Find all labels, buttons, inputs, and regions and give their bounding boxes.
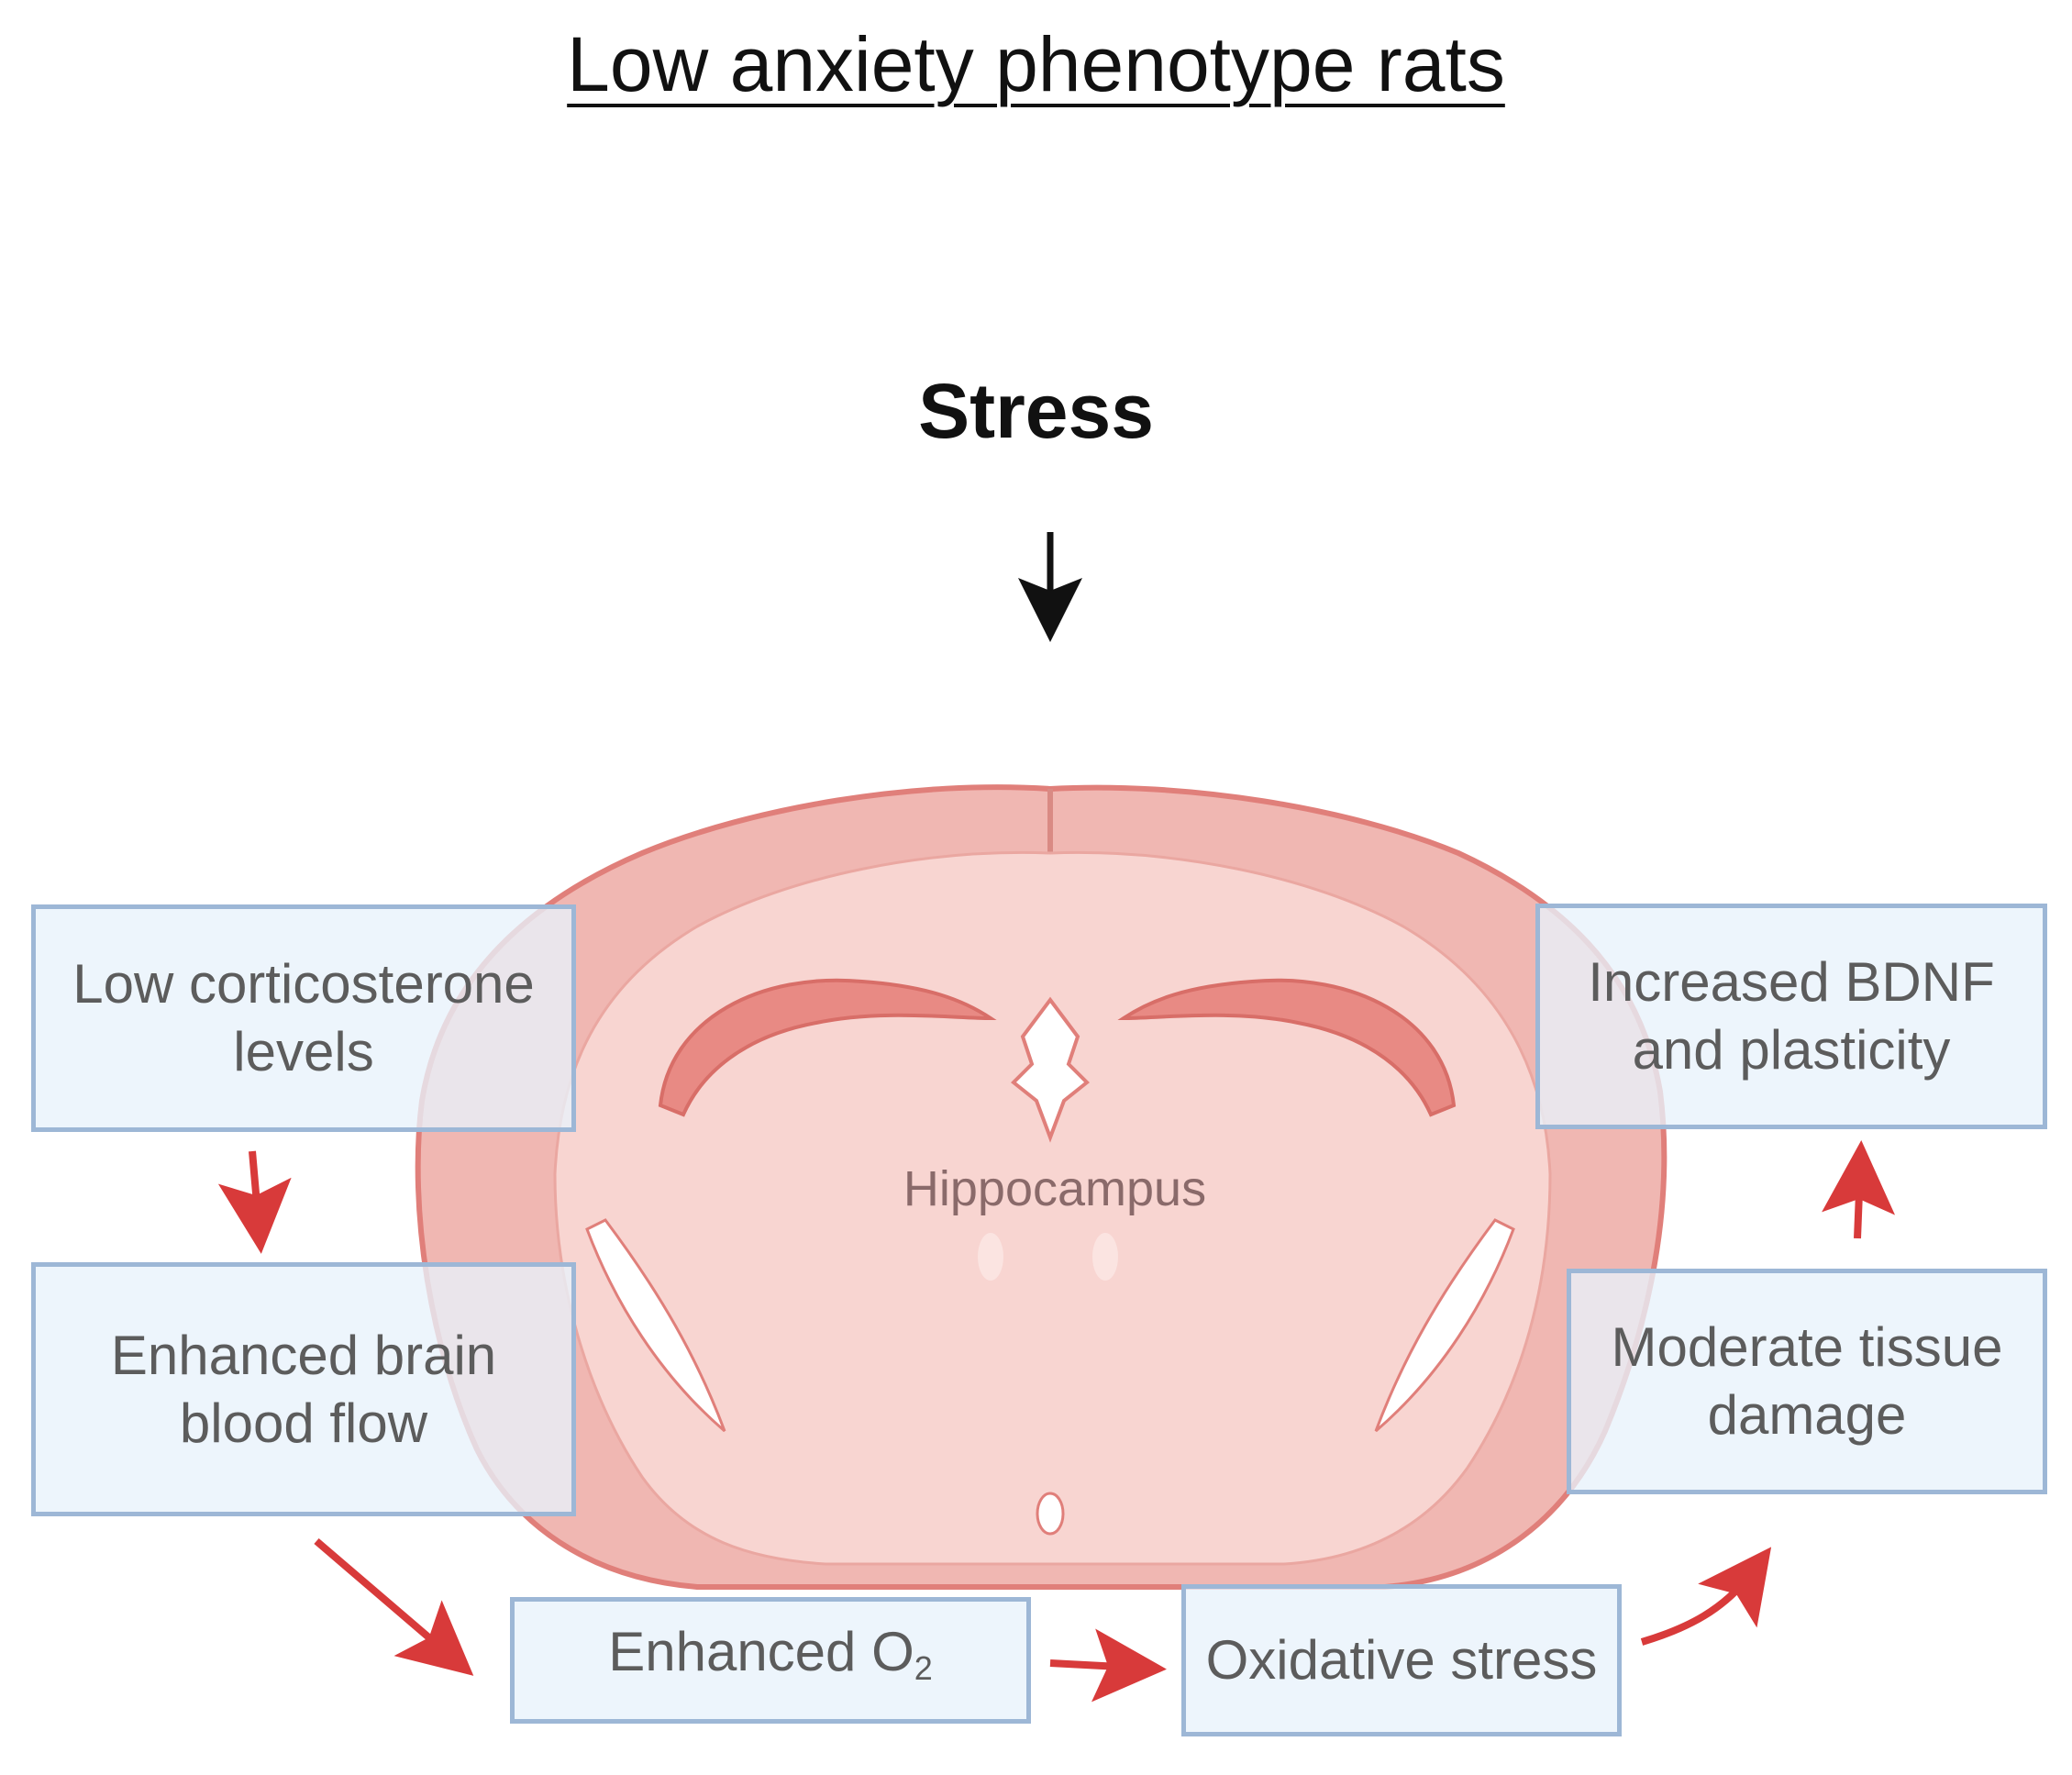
lateral-gap-right xyxy=(1374,1218,1515,1433)
thalamic-nucleus-right xyxy=(1092,1233,1118,1281)
low-corticosterone-text: Low corticosterone levels xyxy=(72,953,535,1082)
o2-subscript: 2 xyxy=(914,1649,933,1687)
arrow-cort-to-flow xyxy=(217,1150,292,1254)
hippocampus-right xyxy=(1117,978,1457,1117)
oxidative-stress-text: Oxidative stress xyxy=(1205,1629,1598,1691)
blood-flow-box: Enhanced brain blood flow xyxy=(31,1262,576,1516)
stress-label: Stress xyxy=(918,368,1154,454)
thalamic-nucleus-left xyxy=(978,1233,1003,1281)
hippocampus-left xyxy=(658,978,997,1117)
arrow-flow-to-o2 xyxy=(314,1537,474,1676)
blood-flow-text: Enhanced brain blood flow xyxy=(110,1324,497,1454)
cortex-inner xyxy=(553,851,1552,1566)
brain-coronal-section xyxy=(415,784,1668,1590)
enhanced-o2-box: Enhanced O2 xyxy=(510,1597,1031,1724)
oxidative-stress-box: Oxidative stress xyxy=(1181,1584,1622,1736)
enhanced-o2-text: Enhanced O2 xyxy=(608,1618,933,1703)
page-title: Low anxiety phenotype rats xyxy=(0,20,2072,109)
hippocampus-label: Hippocampus xyxy=(903,1161,1207,1216)
lateral-gap-left xyxy=(585,1218,726,1433)
tissue-damage-text: Moderate tissue damage xyxy=(1611,1316,2003,1446)
bdnf-plasticity-box: Increased BDNF and plasticity xyxy=(1535,904,2047,1129)
arrow-oxidative-to-tissue xyxy=(1640,1547,1772,1646)
arrow-o2-to-oxidative xyxy=(1049,1628,1167,1703)
bdnf-plasticity-text: Increased BDNF and plasticity xyxy=(1588,951,1995,1081)
low-corticosterone-box: Low corticosterone levels xyxy=(31,904,576,1132)
enhanced-o2-prefix: Enhanced O xyxy=(608,1621,914,1682)
title-text: Low anxiety phenotype rats xyxy=(567,21,1505,107)
tissue-damage-box: Moderate tissue damage xyxy=(1567,1269,2047,1494)
midline-structure xyxy=(1036,1492,1065,1536)
arrow-tissue-to-bdnf xyxy=(1822,1140,1896,1239)
ventricle xyxy=(1011,996,1090,1143)
